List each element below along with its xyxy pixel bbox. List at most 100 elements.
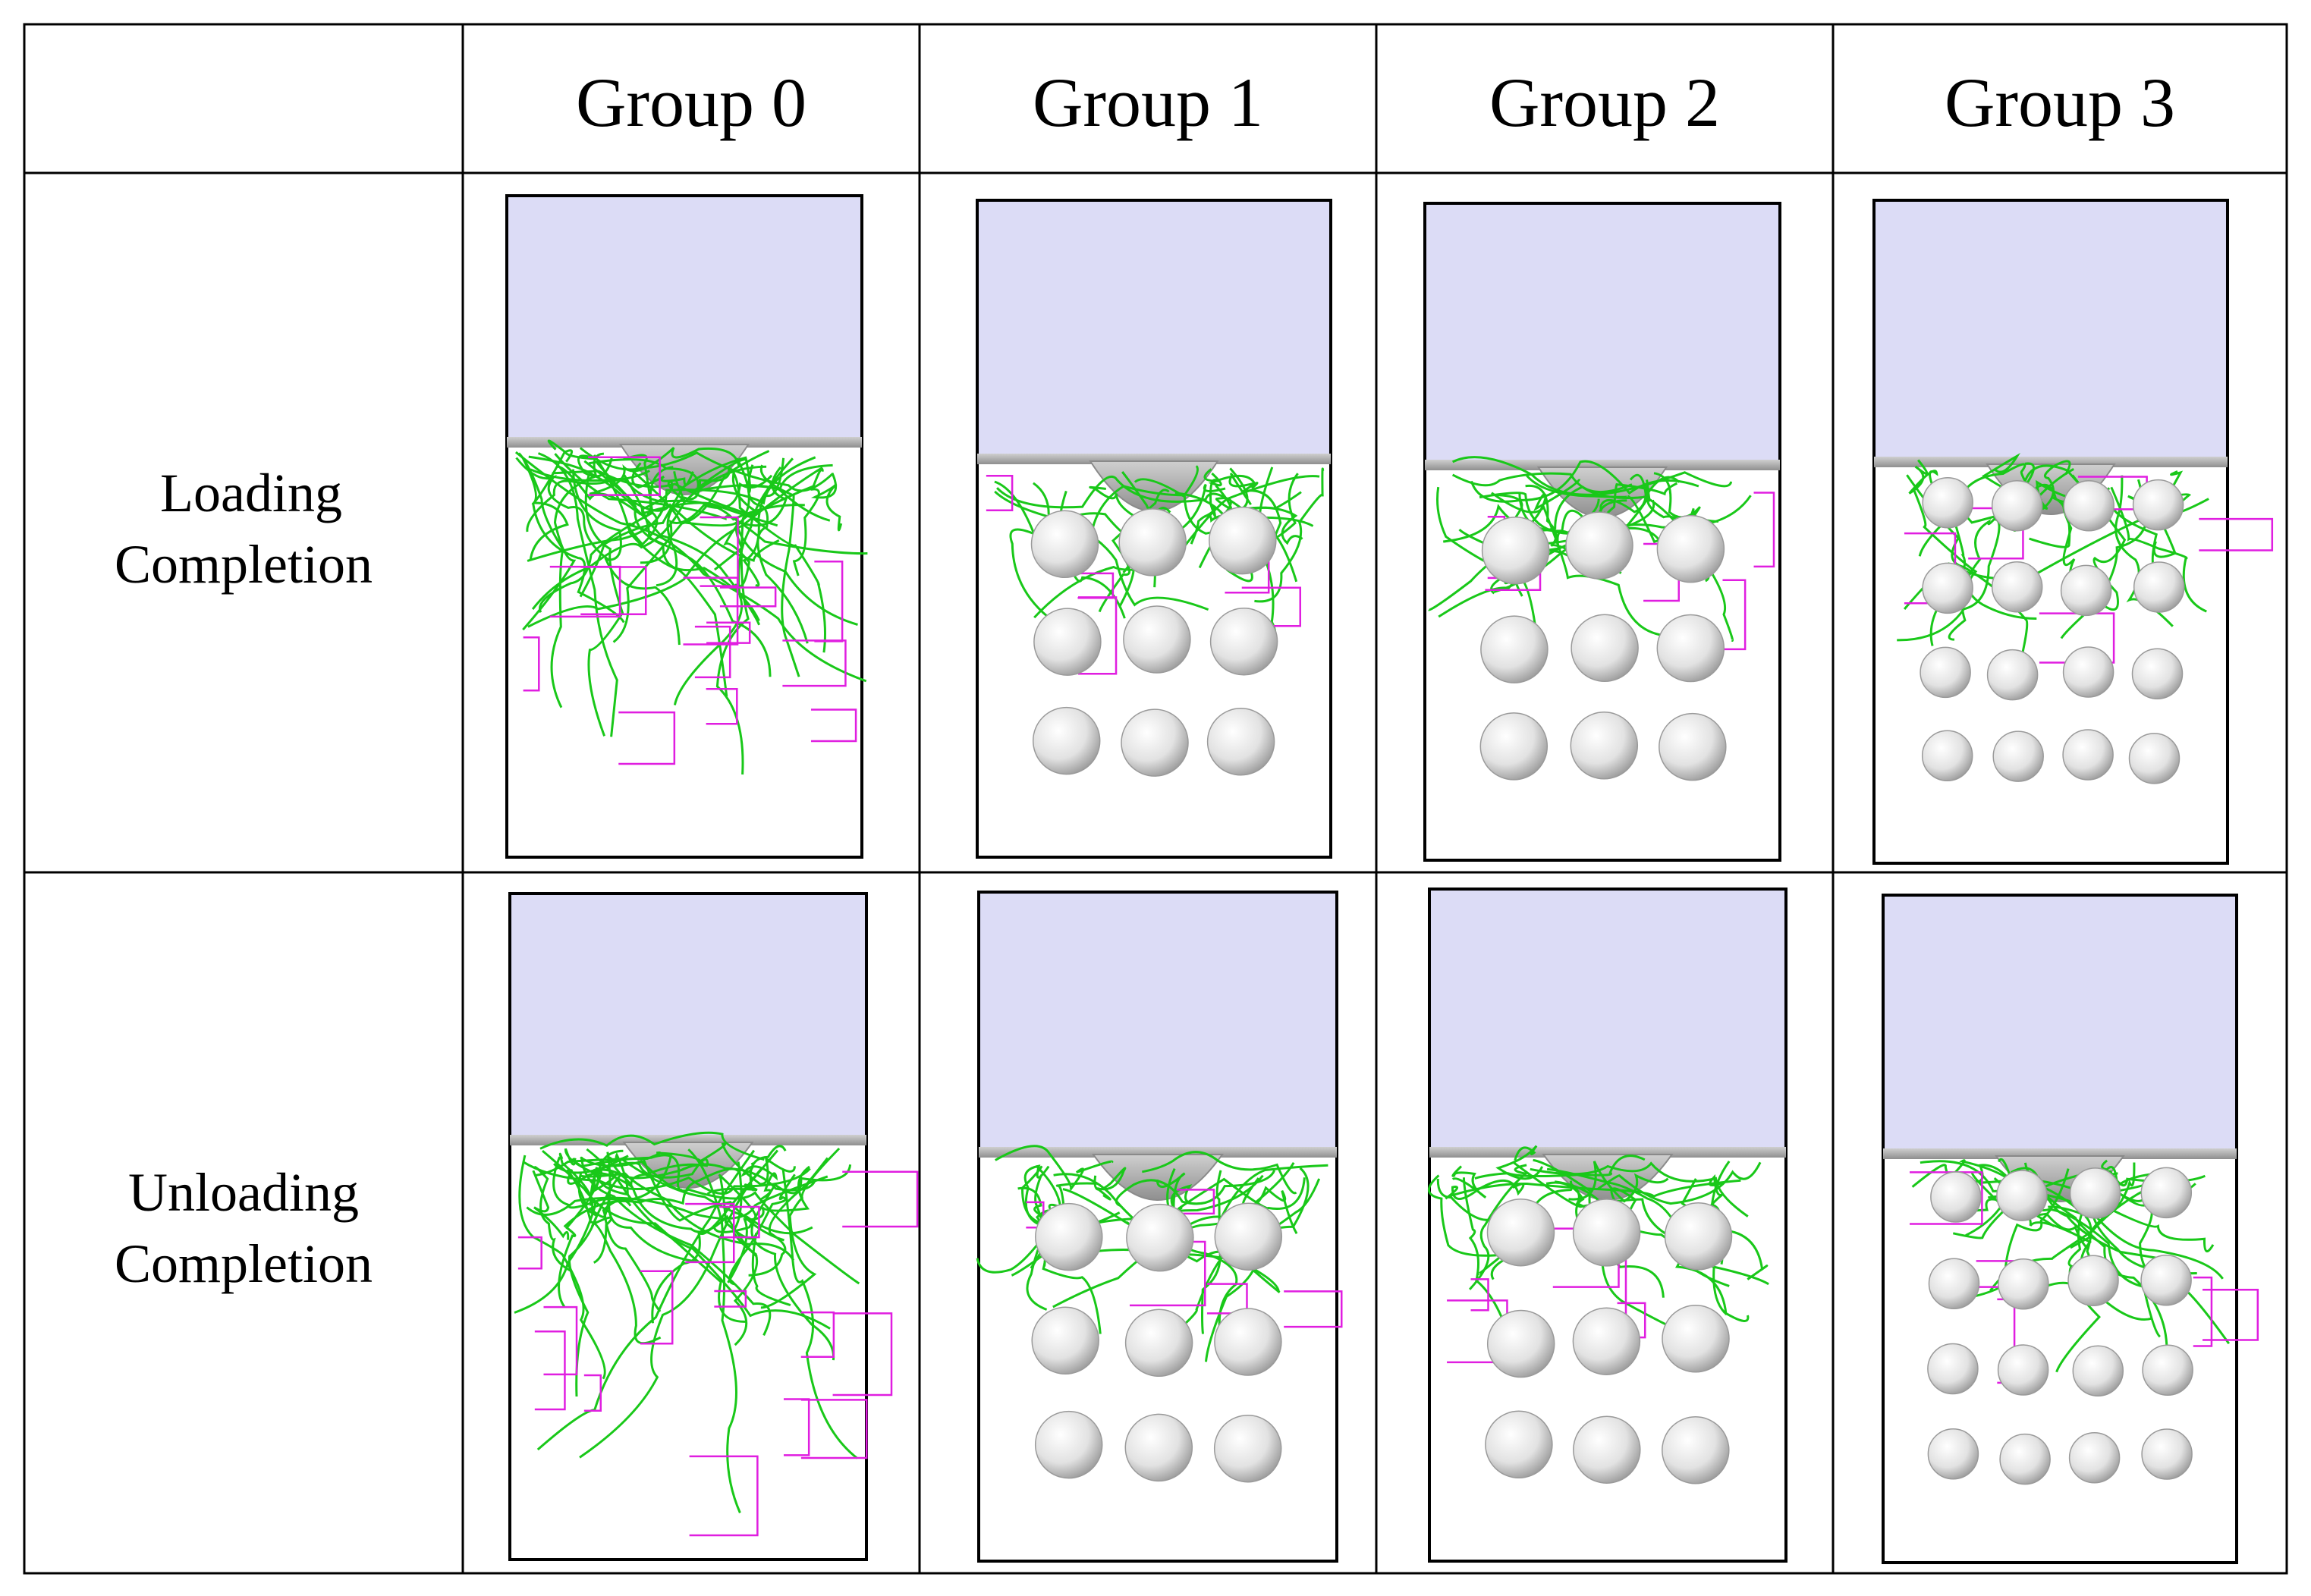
stacking-fault-line <box>2199 517 2274 551</box>
dislocation-line <box>1568 1161 1669 1203</box>
dislocation-line <box>792 467 824 577</box>
precipitate-particle <box>1920 646 1971 699</box>
dislocation-line <box>579 456 747 598</box>
dislocation-line <box>527 456 816 562</box>
surface-layer <box>977 454 1331 464</box>
precipitate-particle <box>1209 608 1278 676</box>
precipitate-particle <box>2142 1344 2193 1396</box>
dislocation-line <box>1546 1167 1769 1286</box>
panel-row1-group2 <box>1427 888 1787 1563</box>
panel-row0-group1 <box>976 199 1332 859</box>
header-group-2: Group 2 <box>1489 64 1720 141</box>
dislocation-line <box>554 453 868 555</box>
stacking-fault-line <box>583 1374 602 1412</box>
precipitate-particle <box>1034 1410 1103 1479</box>
precipitate-particle <box>1992 730 2044 782</box>
stacking-fault-line <box>1206 1283 1248 1315</box>
stacking-fault-line <box>706 621 751 644</box>
precipitate-particle <box>1930 1171 1982 1223</box>
dislocation-line <box>530 468 805 521</box>
dislocation-line <box>2070 1162 2136 1249</box>
precipitate-particle <box>2140 1167 2193 1219</box>
dislocation-line <box>810 472 843 532</box>
precipitate-particle <box>2128 733 2181 784</box>
row-label-loading-line1: Loading <box>160 463 342 523</box>
precipitate-particle <box>1209 506 1277 575</box>
stacking-fault-line <box>782 639 847 687</box>
surface-layer <box>1874 457 2228 467</box>
stacking-fault-line <box>842 1170 919 1228</box>
precipitate-particle <box>2060 564 2112 617</box>
dislocation-line <box>2110 486 2207 613</box>
dislocation-line <box>1093 1167 1127 1201</box>
stacking-fault-line <box>706 687 738 725</box>
panel-row0-group2 <box>1423 202 1781 862</box>
precipitate-particle <box>1573 1415 1641 1484</box>
precipitate-particle <box>1922 562 1973 614</box>
header-group-1: Group 1 <box>1033 64 1263 141</box>
stacking-fault-line <box>1910 1171 1983 1225</box>
dislocation-line <box>515 457 610 561</box>
dislocation-line <box>1254 467 1325 603</box>
precipitate-particle <box>1486 1309 1555 1378</box>
dislocation-line <box>518 1155 606 1380</box>
row-label-unloading-line1: Unloading <box>128 1162 359 1223</box>
dislocation-line <box>996 476 1246 513</box>
dislocation-line <box>1052 1162 1295 1309</box>
precipitate-particle <box>1572 1199 1641 1267</box>
dislocation-line <box>1451 1165 1487 1199</box>
precipitate-particle <box>1033 608 1102 676</box>
precipitate-particle <box>1664 1202 1733 1271</box>
indenter-block <box>1885 897 2235 1153</box>
precipitate-particle <box>1986 649 2039 701</box>
dislocation-line <box>584 475 624 737</box>
dislocation-line <box>718 1173 835 1361</box>
dislocation-line <box>713 466 788 571</box>
precipitate-particle <box>1656 614 1725 683</box>
precipitate-particle <box>1480 615 1549 683</box>
dislocation-line <box>742 457 785 587</box>
precipitate-particle <box>1206 708 1275 776</box>
dislocation-line <box>687 1148 741 1513</box>
precipitate-particle <box>2062 729 2114 781</box>
dislocation-line <box>567 1163 709 1189</box>
dislocation-line <box>2035 479 2075 511</box>
stacking-fault-line <box>719 586 777 608</box>
dislocation-line <box>1462 1177 1509 1333</box>
dislocation-line <box>781 1169 858 1459</box>
stacking-fault-line <box>1284 1290 1343 1328</box>
dislocation-line <box>725 465 827 653</box>
precipitate-particle <box>1991 561 2043 613</box>
precipitate-particle <box>1486 1198 1555 1267</box>
dislocation-line <box>563 1167 742 1228</box>
dislocation-line <box>1167 1177 1306 1215</box>
row-label-loading-line2: Completion <box>115 534 373 595</box>
precipitate-particle <box>1998 1258 2049 1310</box>
header-group-3: Group 3 <box>1945 64 2175 141</box>
precipitate-particle <box>1030 510 1099 579</box>
surface-layer <box>507 437 862 448</box>
indenter-block <box>1876 202 2226 461</box>
dislocation-line <box>612 450 770 643</box>
precipitate-particle <box>1991 479 2043 532</box>
stacking-fault-line <box>640 1270 674 1345</box>
dislocation-line <box>1596 1161 1762 1205</box>
dislocation-line <box>1981 454 2036 495</box>
precipitate-particle <box>1662 1305 1730 1373</box>
indenter-block <box>1431 891 1784 1151</box>
surface-layer <box>1429 1147 1786 1158</box>
dislocation-line <box>2023 1162 2168 1359</box>
precipitate-particle <box>1659 712 1727 781</box>
precipitate-particle <box>1126 1203 1194 1272</box>
precipitate-particle <box>2062 646 2114 698</box>
dislocation-line <box>748 1157 829 1277</box>
stacking-fault-line <box>719 1205 760 1239</box>
precipitate-particle <box>2069 1167 2121 1219</box>
stacking-fault-line <box>783 1398 810 1456</box>
dislocation-line <box>995 1145 1114 1191</box>
simulation-panels <box>505 194 2274 1564</box>
dislocation-line <box>656 467 731 587</box>
precipitate-particle <box>1997 1344 2049 1396</box>
precipitate-particle <box>1921 730 1973 781</box>
dislocation-line <box>514 451 867 683</box>
